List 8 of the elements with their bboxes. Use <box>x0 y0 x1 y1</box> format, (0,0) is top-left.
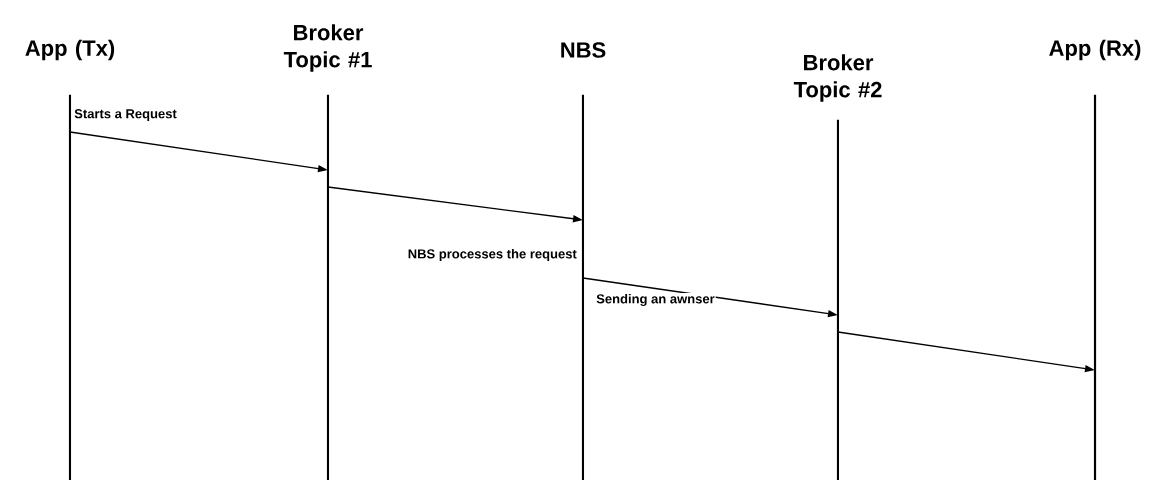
lifeline-heading: Broker Topic #2 <box>793 54 882 102</box>
note-text: NBS processes the request <box>408 248 577 262</box>
edge-label: Starts a Request <box>73 108 178 122</box>
lifeline-heading: Broker Topic #1 <box>283 24 372 72</box>
lifeline-heading: NBS <box>561 42 606 58</box>
edge-label: Sending an awnser <box>595 292 716 308</box>
lifeline-heading: App (Rx) <box>1049 39 1141 61</box>
lifeline-heading: App (Tx) <box>25 39 115 61</box>
